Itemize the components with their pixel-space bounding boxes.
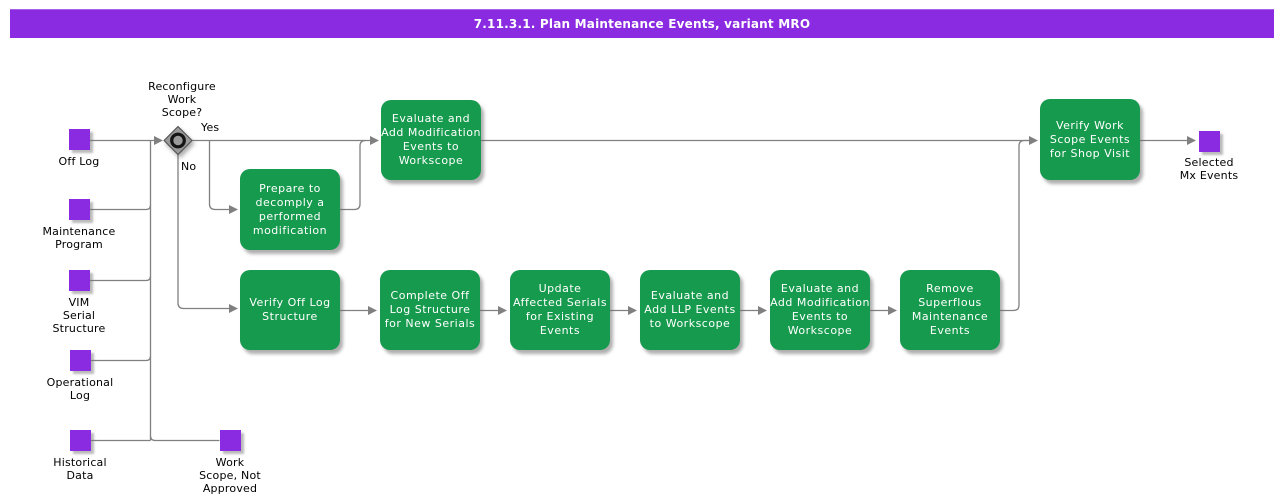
arrowhead-into-verifywork: [1029, 136, 1038, 145]
data-object-maintenance-program-label: Maintenance Program: [42, 225, 116, 251]
activity-label: Evaluate and Add Modification Events to …: [770, 282, 870, 337]
data-object-operational-log-label: Operational Log: [46, 376, 114, 402]
activity-label: Update Affected Serials for Existing Eve…: [512, 282, 608, 337]
activity-label: Complete Off Log Structure for New Seria…: [384, 289, 476, 330]
activity-update-affected-serials[interactable]: Update Affected Serials for Existing Eve…: [510, 270, 610, 350]
data-object-maintenance-program[interactable]: [69, 199, 90, 220]
data-object-selected-mx-events[interactable]: [1199, 131, 1220, 152]
activity-evaluate-add-modification-bottom[interactable]: Evaluate and Add Modification Events to …: [770, 270, 870, 350]
connector-maintenance-to-trunk: [89, 204, 152, 211]
connector-branch-to-prepare: [208, 140, 229, 211]
arrowhead-into-evalmod-bottom: [758, 306, 767, 315]
arrowhead-into-gateway: [154, 136, 163, 145]
connector-prepare-out: [340, 139, 366, 211]
activity-label: Evaluate and Add Modification Events to …: [381, 112, 481, 167]
connector-operational-to-trunk: [90, 355, 152, 362]
gateway-no-label: No: [181, 160, 197, 173]
activity-label: Evaluate and Add LLP Events to Workscope: [644, 289, 736, 330]
data-object-operational-log[interactable]: [70, 350, 91, 371]
activity-remove-superflous-events[interactable]: Remove Superflous Maintenance Events: [900, 270, 1000, 350]
arrowhead-into-evalmod-top: [370, 136, 379, 145]
arrowhead-into-update: [498, 306, 507, 315]
connector-remove-out: [1000, 139, 1029, 312]
data-object-vim-serial-structure[interactable]: [69, 270, 90, 291]
arrowhead-into-verify-offlog: [229, 304, 238, 313]
activity-label: Prepare to decomply a performed modifica…: [252, 181, 328, 237]
arrowhead-into-remove: [888, 306, 897, 315]
arrowhead-into-llp: [628, 306, 637, 315]
activity-prepare-decomply[interactable]: Prepare to decomply a performed modifica…: [240, 169, 340, 250]
connector-workscope-na-to-trunk: [149, 435, 220, 442]
data-object-off-log-label: Off Log: [58, 155, 100, 168]
connector-vim-to-trunk: [89, 275, 152, 282]
activity-evaluate-add-llp-events[interactable]: Evaluate and Add LLP Events to Workscope: [640, 270, 740, 350]
arrowhead-into-selected: [1187, 136, 1196, 145]
data-object-historical-data[interactable]: [70, 430, 91, 451]
data-object-selected-mx-events-label: Selected Mx Events: [1179, 156, 1239, 182]
page-title: 7.11.3.1. Plan Maintenance Events, varia…: [473, 16, 811, 31]
activity-label: Remove Superflous Maintenance Events: [911, 282, 989, 337]
activity-complete-off-log-structure[interactable]: Complete Off Log Structure for New Seria…: [380, 270, 480, 350]
data-object-work-scope-not-approved-label: Work Scope, Not Approved: [199, 456, 261, 495]
gateway-question-label: Reconfigure Work Scope?: [148, 80, 216, 119]
data-object-historical-data-label: Historical Data: [53, 456, 107, 482]
arrowhead-into-complete: [368, 306, 377, 315]
arrowhead-into-prepare: [229, 205, 238, 214]
data-object-work-scope-not-approved[interactable]: [220, 430, 241, 451]
gateway-reconfigure-work-scope[interactable]: [163, 125, 193, 156]
connector-no: [177, 154, 229, 310]
gateway-yes-label: Yes: [201, 121, 220, 134]
activity-verify-off-log-structure[interactable]: Verify Off Log Structure: [240, 270, 340, 350]
activity-label: Verify Work Scope Events for Shop Visit: [1049, 118, 1131, 160]
gateway-circle-icon: [170, 132, 186, 149]
activity-verify-work-scope-events[interactable]: Verify Work Scope Events for Shop Visit: [1040, 99, 1140, 180]
activity-evaluate-add-modification-top[interactable]: Evaluate and Add Modification Events to …: [381, 100, 481, 180]
diagram-title-banner: 7.11.3.1. Plan Maintenance Events, varia…: [10, 9, 1274, 38]
data-object-vim-serial-structure-label: VIM Serial Structure: [52, 296, 106, 335]
activity-label: Verify Off Log Structure: [249, 296, 331, 323]
data-object-off-log[interactable]: [69, 129, 90, 150]
